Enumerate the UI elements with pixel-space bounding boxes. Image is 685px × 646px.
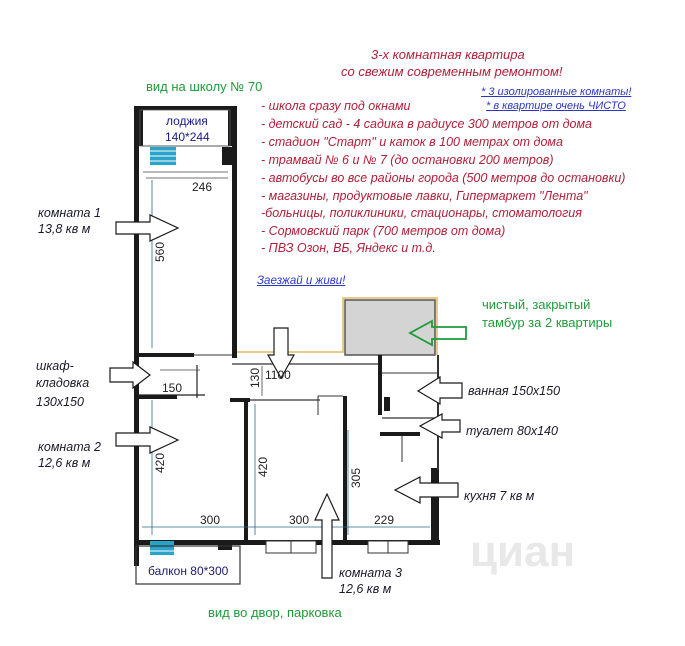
dim-1100: 1100 [265,368,291,382]
loggia-outline [139,109,231,147]
feature-item: - ПВЗ Озон, ВБ, Яндекс и т.д. [261,241,436,255]
feature-item: - магазины, продуктовые лавки, Гипермарк… [261,189,588,203]
balcony-outline [135,545,241,585]
dim-300a: 300 [200,513,221,527]
wall-kitchen-right-thin [437,355,439,470]
wall-right [431,468,439,545]
headline-line1: 3-х комнатная квартира [371,47,525,62]
dim-246: 246 [192,180,213,194]
arrow-room1 [115,214,180,242]
watermark: циан [470,527,575,576]
feature-item: - детский сад - 4 садика в радиусе 300 м… [261,117,592,131]
room1-area: 13,8 кв м [38,222,91,236]
note-isolated-rooms: * 3 изолированные комнаты! [481,86,632,98]
feature-item: -больницы, поликлиники, стационары, стом… [261,206,582,220]
arrow-kitchen [393,476,459,504]
balcony-label: балкон 80*300 [148,564,229,578]
balcony-window [150,541,174,555]
arrow-room2 [115,426,180,454]
dim-420a: 420 [153,452,167,473]
vestibule-line1: чистый, закрытый [482,297,591,312]
bath-label: ванная 150х150 [468,384,561,398]
arrow-closet [109,360,151,390]
wall-loggia-top [134,106,237,110]
note-clean: * в квартире очень ЧИСТО [486,100,626,112]
room2-name: комната 2 [38,440,101,454]
wall-loggia-left [139,106,143,146]
feature-item: - Сормовский парк (700 метров от дома) [261,224,506,238]
closet-name2: кладовка [36,376,90,390]
wall-room1-right [232,106,237,358]
kitchen-label: кухня 7 кв м [464,489,535,503]
room3-name: комната 3 [339,566,402,580]
arrow-bath [416,375,463,406]
room2-area: 12,6 кв м [38,456,91,470]
dim-560: 560 [153,241,167,262]
vestibule-line2: тамбур за 2 квартиры [482,315,613,330]
dim-229: 229 [374,513,395,527]
dim-300b: 300 [289,513,310,527]
arrow-vestibule [408,319,467,347]
wall-left [134,106,139,566]
view-bottom-label: вид во двор, парковка [208,605,342,620]
toilet-label: туалет 80х140 [466,424,558,438]
headline-line2: со свежим современным ремонтом! [341,64,563,79]
closet-name: шкаф- [36,359,74,373]
room3-area: 12,6 кв м [339,582,392,596]
closet-size: 130х150 [36,395,84,409]
view-top-label: вид на школу № 70 [146,79,263,94]
feature-item: - трамвай № 6 и № 7 (до остановки 200 ме… [261,153,554,167]
feature-item: - стадион "Старт" и каток в 100 метрах о… [261,135,563,149]
loggia-name: лоджия [166,114,208,128]
slogan: Заезжай и живи! [257,275,346,287]
arrow-room3-up [314,492,340,579]
loggia-size: 140*244 [165,130,210,144]
dim-150: 150 [162,381,183,395]
feature-item: - автобусы во все районы города (500 мет… [261,171,626,185]
feature-item: - школа сразу под окнами [261,99,411,113]
room1-name: комната 1 [38,206,101,220]
dim-305: 305 [349,467,363,488]
arrow-toilet [418,412,461,440]
arrow-corridor-down [266,327,296,380]
dim-420b: 420 [256,456,270,477]
dim-130: 130 [248,367,262,388]
